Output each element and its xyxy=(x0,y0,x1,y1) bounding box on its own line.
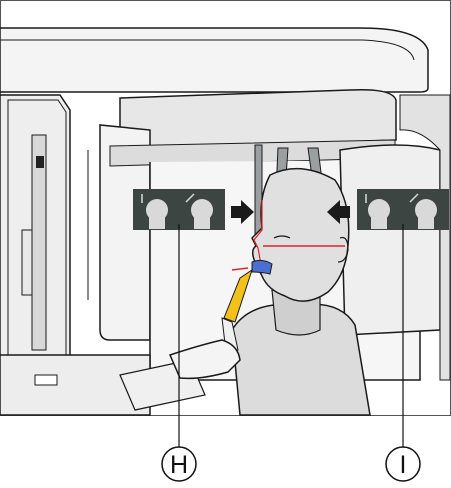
device-housing-top xyxy=(0,28,428,92)
callout-i: I xyxy=(386,447,420,481)
left-head-position-panel xyxy=(133,189,225,230)
column-label xyxy=(36,156,44,168)
callout-h: H xyxy=(162,447,196,481)
column-slider xyxy=(22,230,32,295)
callout-i-label: I xyxy=(400,451,407,479)
callout-h-label: H xyxy=(170,451,188,479)
device-column-left xyxy=(0,95,70,390)
right-head-position-panel xyxy=(357,189,449,230)
